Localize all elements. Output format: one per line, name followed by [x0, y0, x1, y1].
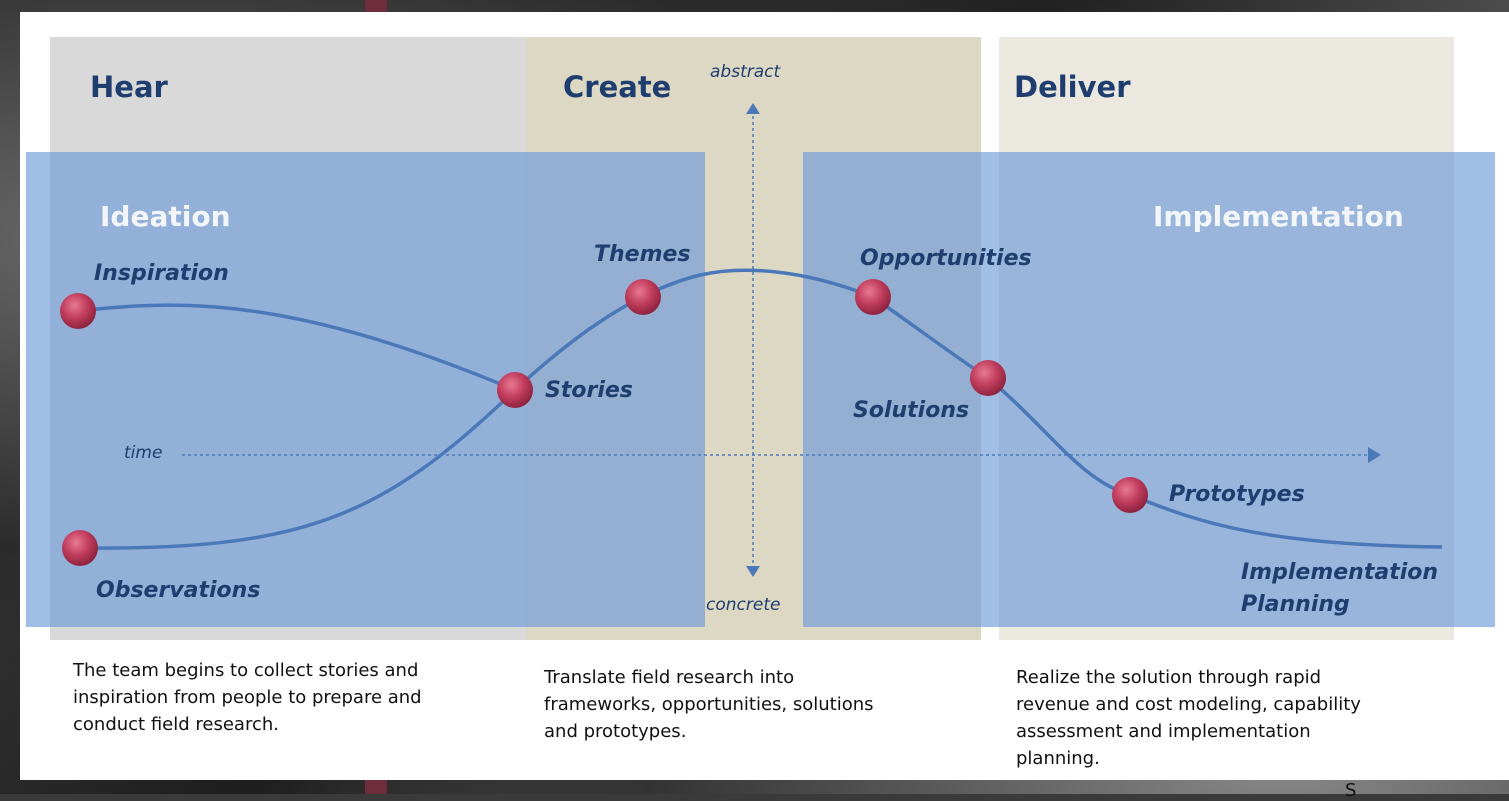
- solutions-node: [970, 360, 1006, 396]
- deliver-description: Realize the solution through rapid reven…: [1016, 664, 1361, 772]
- inspiration-node: [60, 293, 96, 329]
- observations-curve: [79, 388, 517, 550]
- solutions-label: Solutions: [853, 398, 970, 423]
- observations-label: Observations: [96, 578, 261, 603]
- themes-label: Themes: [594, 242, 691, 267]
- deliver-description-line: planning.: [1016, 748, 1100, 769]
- ideation-title: Ideation: [100, 200, 231, 233]
- implementation-planning-label-line1: Implementation: [1241, 560, 1439, 585]
- inspiration-curve: [77, 303, 516, 392]
- deliver-description-line: assessment and implementation: [1016, 721, 1311, 742]
- time-label: time: [124, 443, 163, 463]
- implementation-title: Implementation: [1153, 200, 1404, 233]
- prototypes-label: Prototypes: [1169, 482, 1305, 507]
- main-process-curve: [513, 268, 1443, 549]
- implementation-band: [803, 152, 1495, 627]
- source-caption: S: [1345, 780, 1357, 801]
- time-arrowhead-icon: [1368, 447, 1381, 463]
- hear-title: Hear: [90, 70, 168, 104]
- deliver-description-line: revenue and cost modeling, capability: [1016, 694, 1361, 715]
- create-description-line: frameworks, opportunities, solutions: [544, 694, 874, 715]
- stories-label: Stories: [545, 378, 633, 403]
- concrete-arrowhead-icon: [746, 566, 760, 577]
- hear-description-line: The team begins to collect stories and: [73, 660, 419, 681]
- prototypes-node: [1112, 477, 1148, 513]
- inspiration-label: Inspiration: [94, 261, 229, 286]
- abstract-label: abstract: [710, 62, 781, 82]
- deliver-description-line: Realize the solution through rapid: [1016, 667, 1322, 688]
- create-description-line: Translate field research into: [544, 667, 795, 688]
- abstract-arrowhead-icon: [746, 103, 760, 114]
- create-description-line: and prototypes.: [544, 721, 687, 742]
- hear-description-line: conduct field research.: [73, 714, 279, 735]
- concrete-label: concrete: [706, 595, 781, 615]
- themes-node: [625, 279, 661, 315]
- opportunities-label: Opportunities: [860, 246, 1032, 271]
- hear-description-line: inspiration from people to prepare and: [73, 687, 422, 708]
- stories-node: [497, 372, 533, 408]
- opportunities-node: [855, 279, 891, 315]
- implementation-planning-label-line2: Planning: [1241, 592, 1350, 617]
- deliver-title: Deliver: [1014, 70, 1131, 104]
- create-description: Translate field research into frameworks…: [544, 664, 874, 745]
- observations-node: [62, 530, 98, 566]
- create-title: Create: [563, 70, 672, 104]
- hear-description: The team begins to collect stories and i…: [73, 657, 422, 738]
